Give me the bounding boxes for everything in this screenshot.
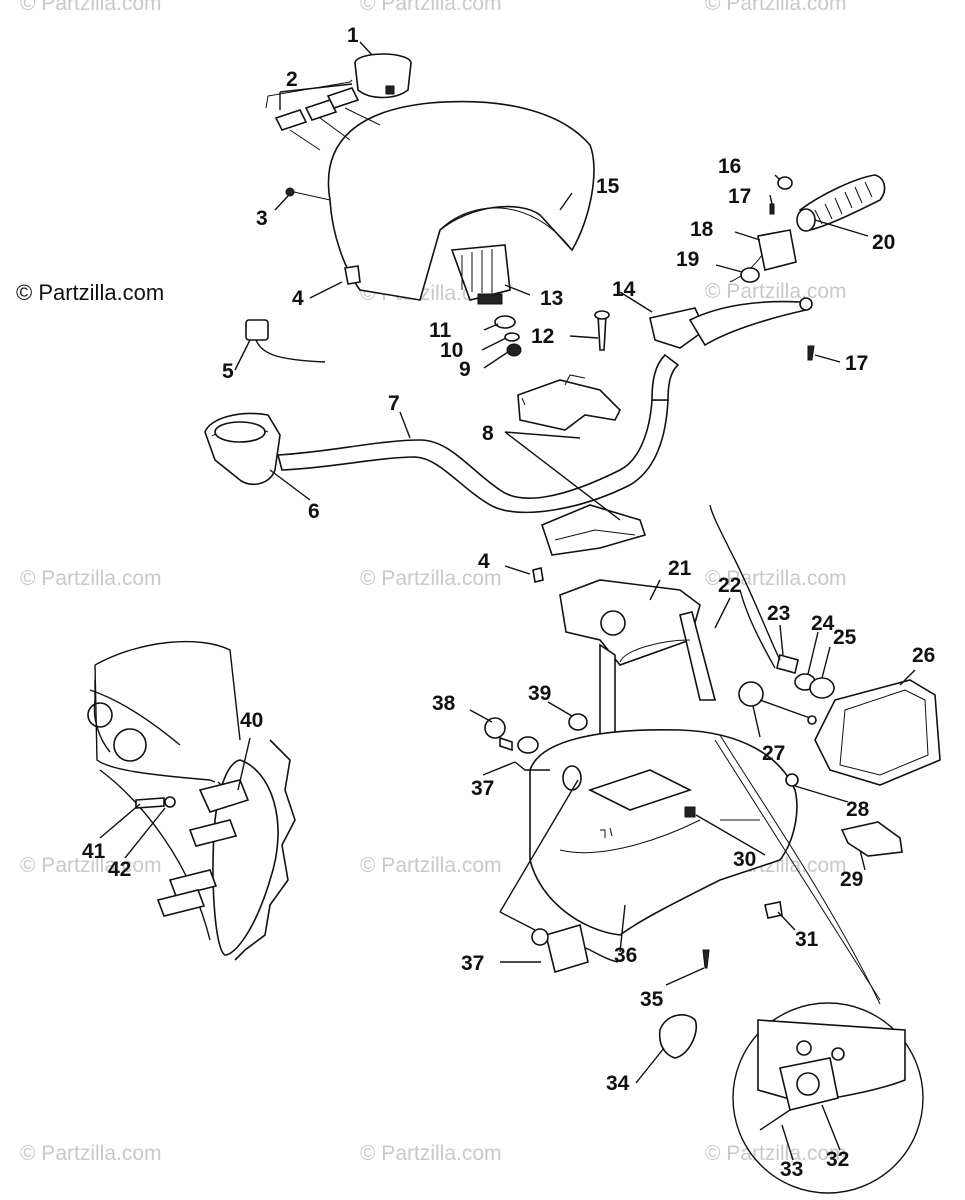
callout-37b: 37 xyxy=(471,777,494,800)
leader-lines xyxy=(99,41,916,1161)
callout-17: 17 xyxy=(728,185,751,208)
callout-41: 41 xyxy=(82,840,106,863)
callout-29: 29 xyxy=(840,868,863,891)
callout-16: 16 xyxy=(718,155,741,178)
handlebar-illustration xyxy=(204,174,886,556)
callout-24: 24 xyxy=(811,612,835,635)
callout-7: 7 xyxy=(388,392,400,415)
callout-8: 8 xyxy=(482,422,494,445)
headlight-housing-illustration xyxy=(484,504,941,1194)
callout-20: 20 xyxy=(872,231,895,254)
callout-40: 40 xyxy=(240,709,263,732)
callout-5: 5 xyxy=(222,360,234,383)
watermark: © Partzilla.com xyxy=(705,1142,847,1165)
watermark: © Partzilla.com xyxy=(360,567,502,590)
watermark: © Partzilla.com xyxy=(705,0,847,15)
callout-42: 42 xyxy=(108,858,131,881)
copyright-notice: © Partzilla.com xyxy=(16,280,165,305)
callout-17b: 17 xyxy=(845,352,868,375)
callout-25: 25 xyxy=(833,626,857,649)
callout-15: 15 xyxy=(596,175,620,198)
watermark: © Partzilla.com xyxy=(360,0,502,15)
side-inset-illustration xyxy=(87,640,296,961)
callout-21: 21 xyxy=(668,557,692,580)
callout-27: 27 xyxy=(762,742,785,765)
callout-28: 28 xyxy=(846,798,870,821)
connector-illustration xyxy=(245,319,326,363)
callout-19: 19 xyxy=(676,248,699,271)
callout-18: 18 xyxy=(690,218,714,241)
watermark: © Partzilla.com xyxy=(20,0,162,15)
callout-1: 1 xyxy=(347,24,359,47)
callout-36: 36 xyxy=(614,944,637,967)
callout-30: 30 xyxy=(733,848,756,871)
callout-13: 13 xyxy=(540,287,563,310)
callout-34: 34 xyxy=(606,1072,630,1095)
callout-22: 22 xyxy=(718,574,741,597)
callout-39: 39 xyxy=(528,682,551,705)
callout-32: 32 xyxy=(826,1148,849,1171)
callout-11: 11 xyxy=(429,319,452,342)
watermark: © Partzilla.com xyxy=(360,1142,502,1165)
callout-14: 14 xyxy=(612,278,636,301)
watermark: © Partzilla.com xyxy=(20,854,162,877)
callout-38: 38 xyxy=(432,692,456,715)
pod-cover-illustration xyxy=(265,53,595,305)
callout-4b: 4 xyxy=(478,550,490,573)
callout-35: 35 xyxy=(640,988,664,1011)
callout-12: 12 xyxy=(531,325,554,348)
callout-6: 6 xyxy=(308,500,320,523)
callout-2: 2 xyxy=(286,68,298,91)
callout-23: 23 xyxy=(767,602,790,625)
watermark: © Partzilla.com xyxy=(20,1142,162,1165)
callout-31: 31 xyxy=(795,928,819,951)
watermark: © Partzilla.com xyxy=(360,854,502,877)
watermarks: © Partzilla.com © Partzilla.com © Partzi… xyxy=(20,0,847,1165)
watermark: © Partzilla.com xyxy=(705,567,847,590)
callout-26: 26 xyxy=(912,644,935,667)
callout-10: 10 xyxy=(440,339,463,362)
watermark: © Partzilla.com xyxy=(705,280,847,303)
watermark: © Partzilla.com xyxy=(20,567,162,590)
callout-labels: 1 2 3 4 5 6 7 8 9 10 11 12 13 14 15 16 1… xyxy=(82,24,935,1181)
callout-9: 9 xyxy=(459,358,471,381)
callout-33: 33 xyxy=(780,1158,803,1181)
callout-3: 3 xyxy=(256,207,268,230)
callout-37: 37 xyxy=(461,952,484,975)
callout-4: 4 xyxy=(292,287,304,310)
